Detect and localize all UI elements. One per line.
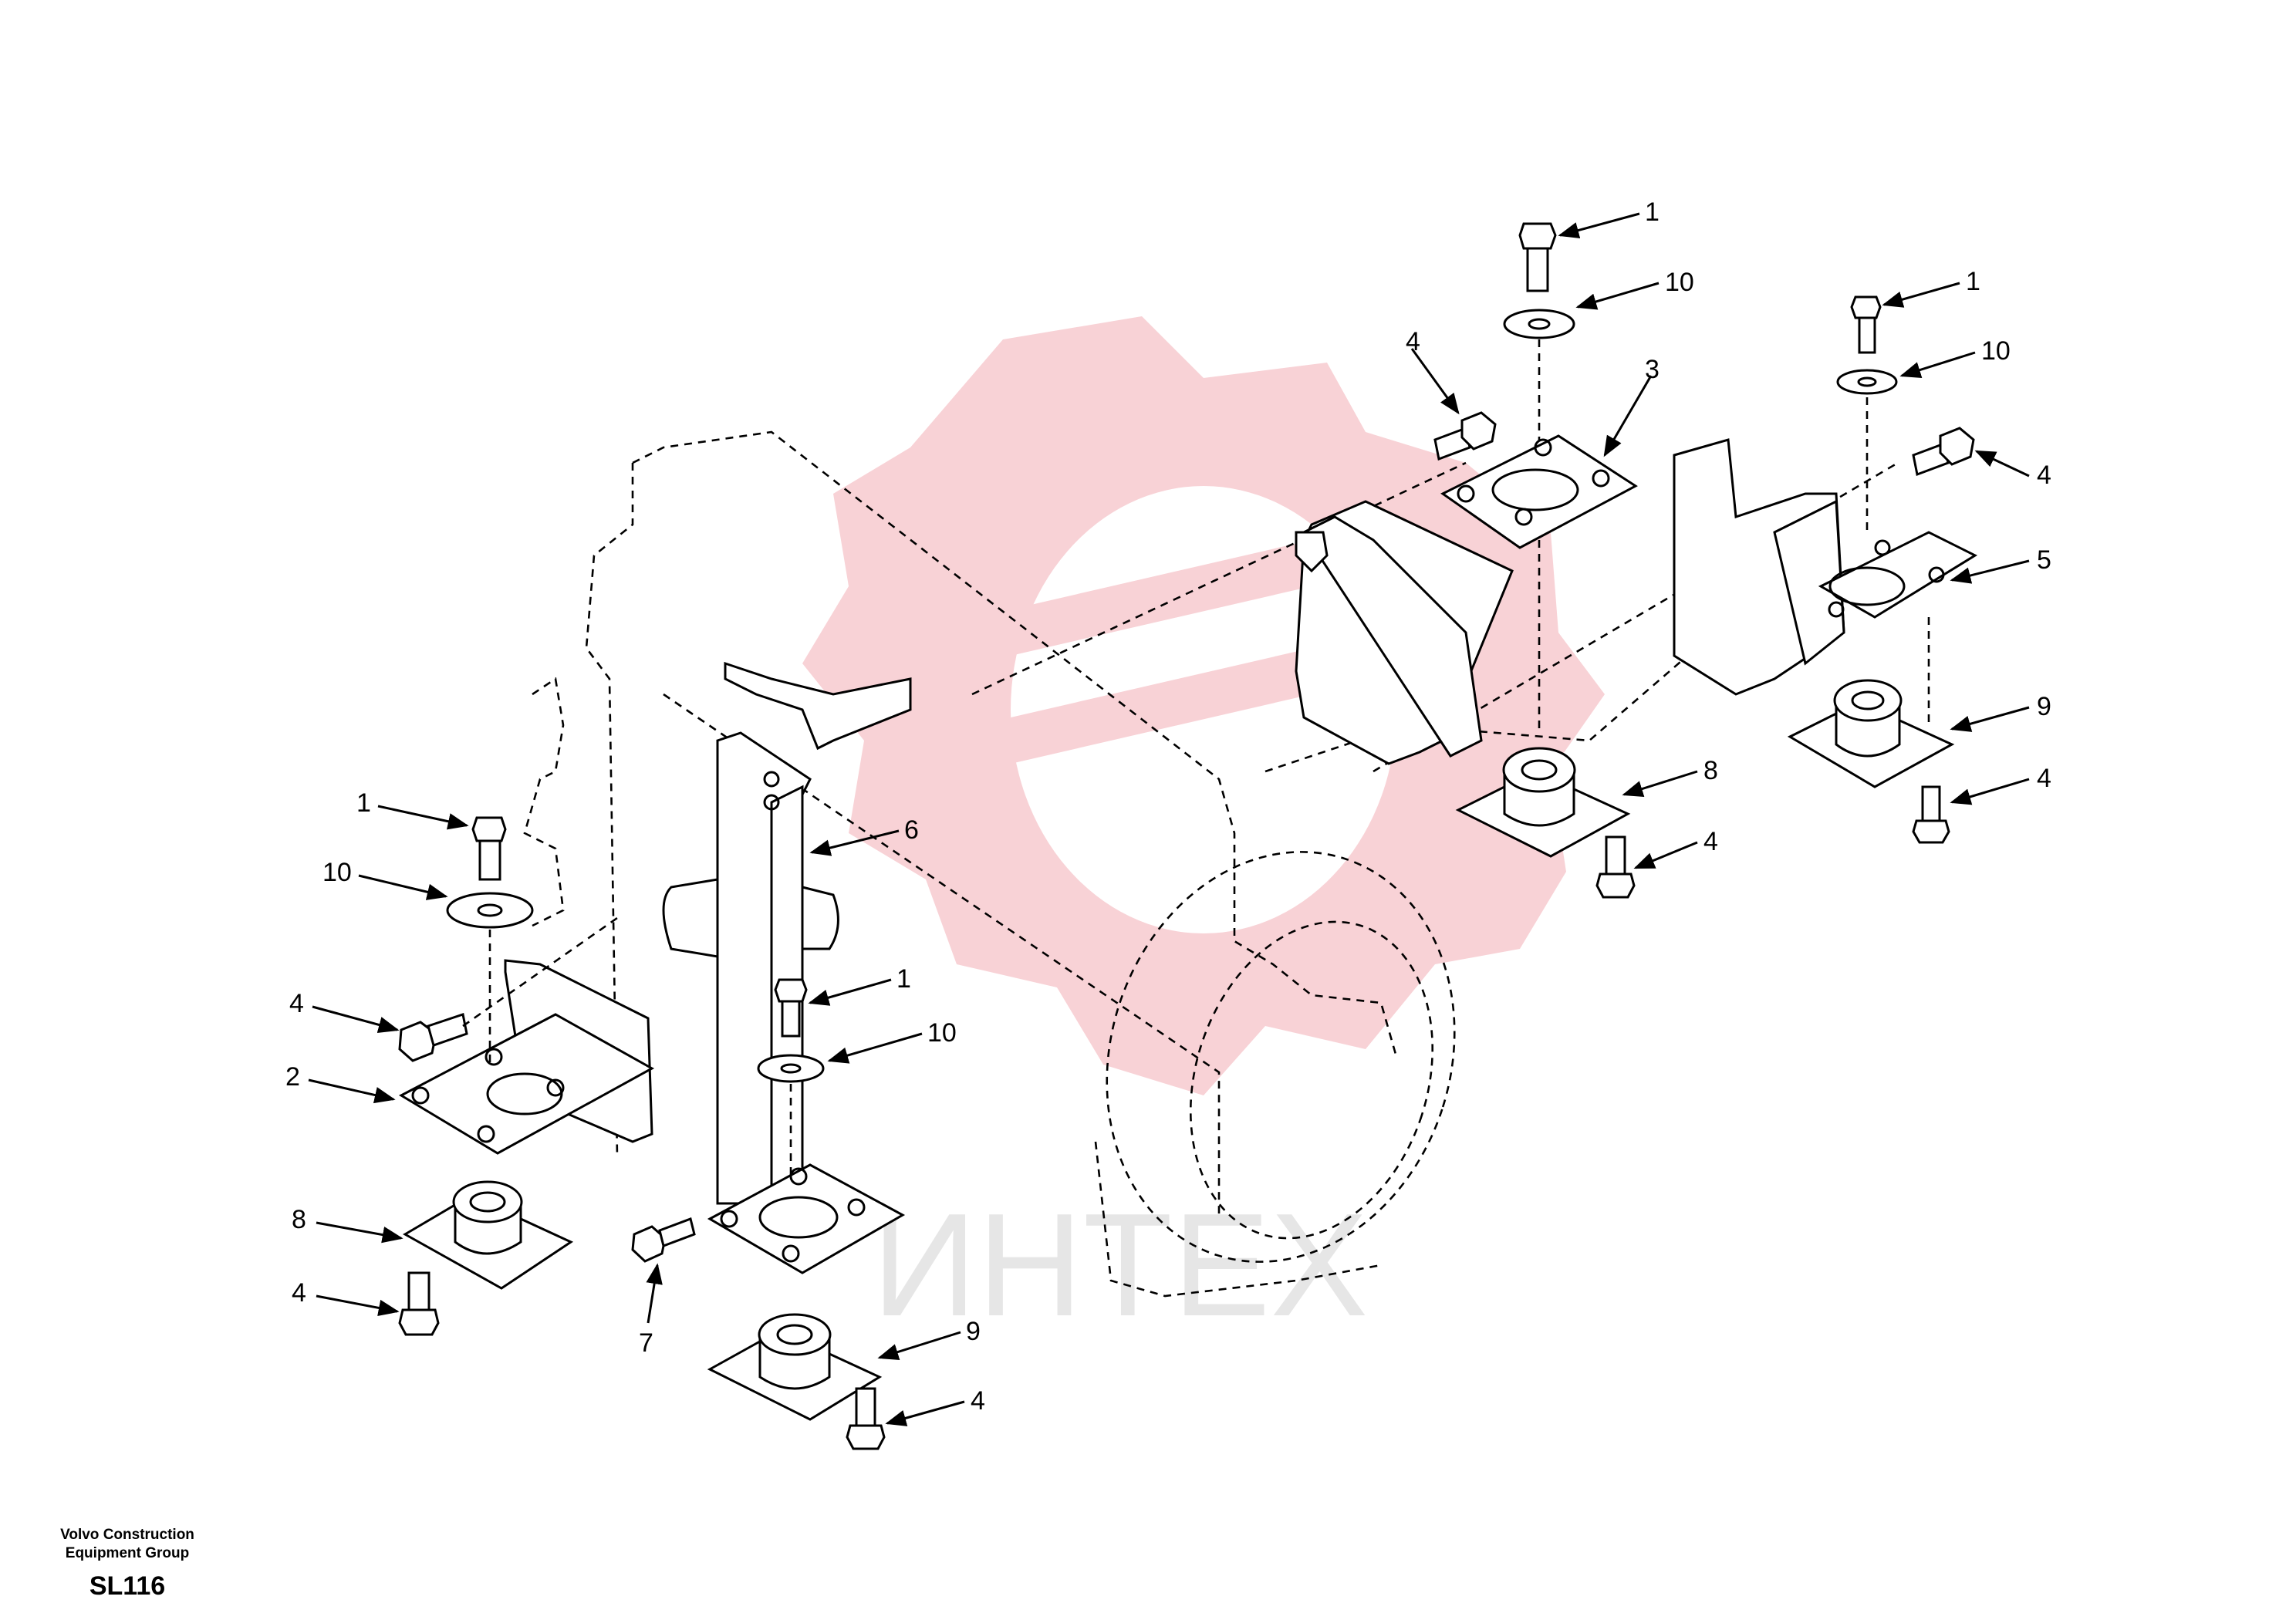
bracket-part-3	[1295, 434, 1638, 765]
callout-10: 10	[1981, 336, 2011, 366]
callout-4: 4	[1406, 327, 1420, 356]
bolt-part-4-bracket-right	[1433, 411, 1497, 461]
leader-lines	[308, 212, 2030, 1426]
bolt-part-4-far-right-bottom	[1912, 785, 1950, 844]
callout-1: 1	[356, 788, 371, 818]
bolt-part-1-center	[774, 978, 808, 1038]
callout-7: 7	[639, 1328, 653, 1358]
callout-9: 9	[2037, 692, 2051, 721]
callout-10: 10	[927, 1018, 957, 1048]
callout-3: 3	[1645, 355, 1660, 384]
bolt-part-4-center-bottom	[846, 1387, 886, 1450]
bolt-part-1-left	[471, 816, 507, 881]
mount-part-8-right	[1455, 747, 1631, 858]
callout-4: 4	[292, 1278, 306, 1308]
mount-part-9-center	[707, 1313, 883, 1421]
callout-4: 4	[2037, 461, 2051, 490]
company-name-line-2: Equipment Group	[65, 1545, 190, 1561]
washer-part-10-right	[1503, 309, 1575, 339]
watermark-text: ИНТЕХ	[872, 1183, 1368, 1347]
bracket-part-2	[398, 959, 655, 1155]
bolt-part-1-right	[1518, 222, 1557, 292]
bolt-part-4-bracket-left	[398, 1013, 468, 1062]
drawing-code: SL116	[89, 1571, 166, 1601]
washer-part-10-left	[446, 892, 534, 929]
callout-2: 2	[285, 1062, 300, 1092]
bracket-part-5	[1673, 438, 1978, 696]
washer-part-10-center	[757, 1054, 825, 1083]
callout-8: 8	[1703, 756, 1718, 785]
callout-9: 9	[966, 1317, 981, 1346]
callout-4: 4	[971, 1386, 985, 1416]
plate-center-mount	[707, 1163, 906, 1274]
callout-4: 4	[2037, 764, 2051, 793]
washer-part-10-far-right	[1836, 369, 1898, 395]
callout-1: 1	[896, 964, 911, 994]
bolt-part-4-right-bottom	[1595, 835, 1636, 899]
title-block: Volvo Construction Equipment Group SL116	[31, 1526, 224, 1603]
bolt-part-4-left-bottom	[398, 1271, 440, 1336]
callout-8: 8	[292, 1205, 306, 1234]
mount-part-9-right	[1787, 679, 1955, 788]
bolt-part-7	[631, 1217, 696, 1263]
callout-4: 4	[289, 989, 304, 1018]
callout-10: 10	[1665, 268, 1694, 297]
callouts: 1 10 3 4 1 10 4 5 9 4 8 4 6 1 10 9 4 7 1…	[285, 197, 2051, 1416]
callout-5: 5	[2037, 545, 2051, 575]
callout-1: 1	[1966, 267, 1980, 296]
callout-10: 10	[322, 858, 352, 887]
mount-part-8-left	[402, 1180, 574, 1290]
company-name-line-1: Volvo Construction	[60, 1527, 194, 1543]
callout-1: 1	[1645, 197, 1660, 227]
callout-4: 4	[1703, 827, 1718, 856]
bolt-part-4-bracket-far-right	[1912, 427, 1975, 477]
callout-6: 6	[904, 815, 919, 845]
bolt-part-1-far-right	[1850, 295, 1882, 354]
